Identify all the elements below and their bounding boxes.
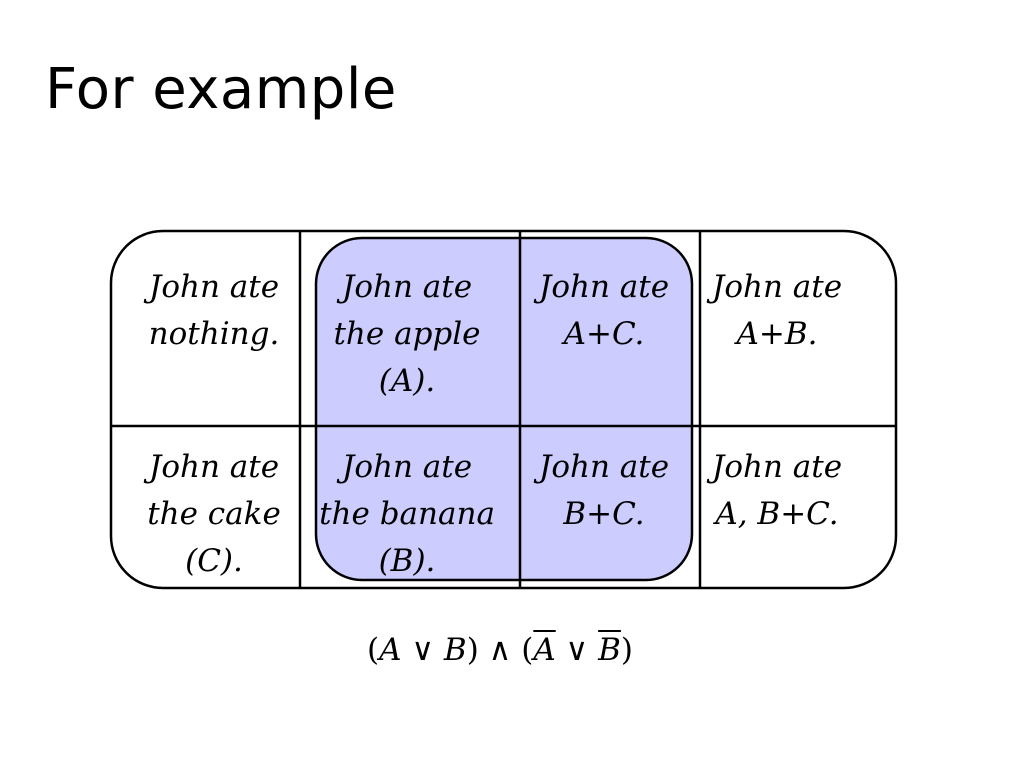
- formula-var-not-a: A: [533, 632, 556, 668]
- cell-line: the apple: [333, 316, 480, 352]
- cell-line: nothing.: [149, 316, 280, 352]
- cell-line: A+B.: [734, 316, 818, 352]
- cell-line: (C).: [185, 543, 243, 579]
- cell-line: John ate: [533, 269, 669, 305]
- formula-var-a: A: [379, 632, 402, 668]
- cell-r1-c1: John ate the banana (B).: [319, 449, 495, 579]
- cell-r0-c1: John ate the apple (A).: [333, 269, 480, 399]
- cell-line: John ate: [143, 269, 279, 305]
- cell-r1-c0: John ate the cake (C).: [143, 449, 281, 579]
- cell-line: the cake: [147, 496, 281, 532]
- cell-line: the banana: [319, 496, 495, 532]
- cell-line: A, B+C.: [712, 496, 838, 532]
- slide-title: For example: [45, 57, 397, 122]
- formula-open-paren-2: (: [521, 632, 534, 668]
- formula-var-not-b: B: [598, 632, 621, 668]
- formula-and: ∧: [478, 632, 522, 668]
- formula-or-2: ∨: [555, 632, 599, 668]
- outer-frame: [109, 229, 898, 590]
- cell-line: John ate: [336, 449, 472, 485]
- cell-r1-c3: John ate A, B+C.: [706, 449, 842, 532]
- cell-line: John ate: [706, 269, 842, 305]
- cell-line: A+C.: [561, 316, 645, 352]
- cell-line: (B).: [379, 543, 436, 579]
- cell-line: B+C.: [562, 496, 644, 532]
- cell-line: John ate: [336, 269, 472, 305]
- cell-line: John ate: [533, 449, 669, 485]
- formula-close-paren-2: ): [620, 632, 633, 668]
- cell-line: John ate: [706, 449, 842, 485]
- boolean-formula: (A ∨ B) ∧ (A ∨ B): [0, 632, 1000, 668]
- cell-line: John ate: [143, 449, 279, 485]
- formula-open-paren-1: (: [367, 632, 380, 668]
- cell-r0-c0: John ate nothing.: [143, 269, 279, 352]
- formula-var-b: B: [443, 632, 467, 668]
- highlight-region: [314, 236, 694, 582]
- formula-or-1: ∨: [401, 632, 444, 668]
- cell-line: (A).: [379, 363, 435, 399]
- formula-close-paren-1: ): [466, 632, 479, 668]
